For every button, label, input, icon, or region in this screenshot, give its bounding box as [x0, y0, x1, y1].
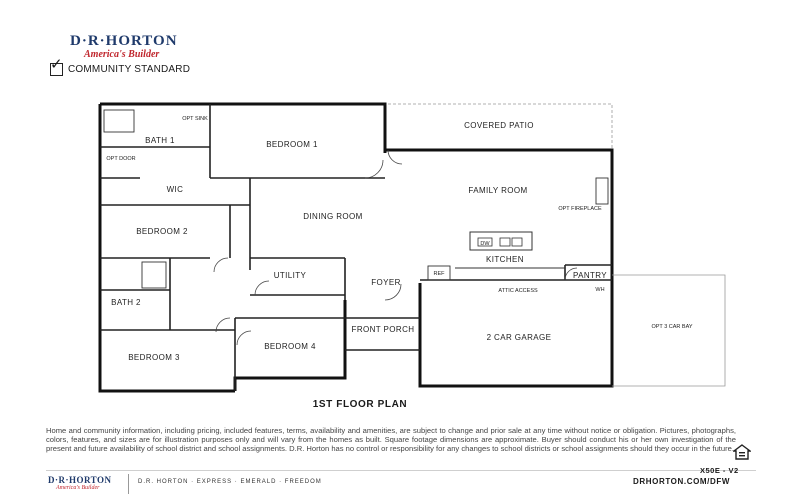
- bath1-tub: [103, 109, 135, 133]
- note-opt-3-car-bay: OPT 3 CAR BAY: [651, 324, 692, 330]
- room-bedroom2: BEDROOM 2: [136, 227, 188, 236]
- bath2-tub: [141, 261, 167, 289]
- note-attic-access: ATTIC ACCESS: [498, 288, 538, 294]
- room-family-room: FAMILY ROOM: [468, 186, 527, 195]
- room-wic: WIC: [167, 185, 184, 194]
- equal-housing-opportunity-icon: [733, 444, 751, 460]
- opt-3-car-bay-outline: [612, 274, 726, 387]
- dishwasher: [477, 237, 493, 247]
- room-bath1: BATH 1: [145, 136, 175, 145]
- plan-code: X50E - V2: [700, 466, 739, 475]
- note-opt-fireplace: OPT FIREPLACE: [558, 206, 602, 212]
- fireplace: [595, 177, 609, 205]
- brand-logo: D·R·HORTON: [70, 33, 178, 49]
- note-opt-door: OPT DOOR: [106, 156, 135, 162]
- sink-right: [511, 237, 523, 247]
- checkmark-icon: ✓: [50, 56, 63, 73]
- door-swings: [213, 149, 578, 346]
- refrigerator: [427, 265, 451, 281]
- room-front-porch: FRONT PORCH: [352, 325, 415, 334]
- footer-brands: D.R. HORTON · EXPRESS · EMERALD · FREEDO…: [138, 479, 322, 485]
- community-standard-label: COMMUNITY STANDARD: [68, 64, 191, 75]
- checkbox-checked-icon: [50, 63, 63, 76]
- website-link[interactable]: DRHORTON.COM/DFW: [633, 477, 730, 486]
- room-bedroom4: BEDROOM 4: [264, 342, 316, 351]
- brand-tagline: America's Builder: [84, 49, 160, 60]
- room-garage: 2 CAR GARAGE: [487, 333, 552, 342]
- room-bedroom1: BEDROOM 1: [266, 140, 318, 149]
- room-pantry: PANTRY: [573, 271, 607, 280]
- room-utility: UTILITY: [274, 271, 307, 280]
- disclaimer-text: Home and community information, includin…: [46, 426, 736, 453]
- note-opt-sink: OPT SINK: [182, 116, 208, 122]
- note-wh: WH: [595, 287, 604, 293]
- room-kitchen: KITCHEN: [486, 255, 524, 264]
- plan-title: 1ST FLOOR PLAN: [312, 399, 408, 410]
- room-covered-patio: COVERED PATIO: [464, 121, 534, 130]
- sink-left: [499, 237, 511, 247]
- note-ref: REF: [434, 271, 446, 277]
- room-bath2: BATH 2: [111, 298, 141, 307]
- footer-divider: [46, 470, 756, 471]
- note-dw: DW: [480, 241, 490, 247]
- footer-logo-tagline: America's Builder: [56, 485, 100, 491]
- footer-logo: D·R·HORTON: [48, 475, 112, 485]
- room-bedroom3: BEDROOM 3: [128, 353, 180, 362]
- floor-plan: BATH 1 BEDROOM 1 COVERED PATIO WIC FAMIL…: [98, 102, 726, 393]
- interior-walls: [100, 104, 612, 391]
- room-dining-room: DINING ROOM: [303, 212, 363, 221]
- room-foyer: FOYER: [371, 278, 401, 287]
- footer-vertical-divider: [128, 474, 129, 494]
- kitchen-island: [469, 231, 533, 251]
